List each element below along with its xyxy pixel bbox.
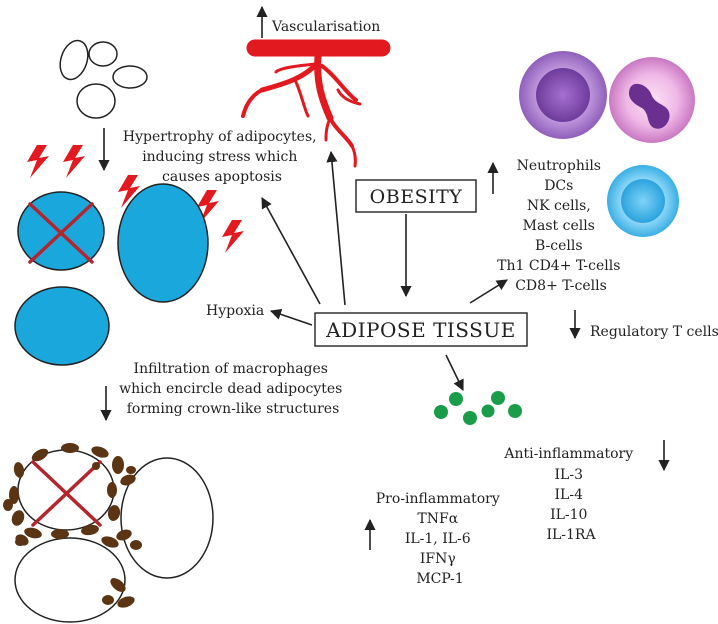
macrophage	[92, 462, 100, 470]
adipose-tissue-label: ADIPOSE TISSUE	[325, 318, 516, 342]
macrophage	[31, 448, 49, 462]
anti-inflammatory-list: Anti-inflammatory IL-3 IL-4 IL-10 IL-1RA	[503, 446, 637, 543]
lymphocyte-nucleus	[536, 68, 590, 122]
adipocyte-outline	[120, 457, 214, 579]
macrophage	[102, 595, 114, 605]
lightning-icon	[118, 175, 140, 208]
hypertrophy-label: Hypertrophy of adipocytes, inducing stre…	[123, 129, 321, 185]
hypoxia-label: Hypoxia	[206, 303, 264, 319]
immune-cell-item: Th1 CD4+ T-cells	[497, 258, 620, 274]
macrophage	[9, 486, 19, 504]
hypertrophic-adipocytes	[14, 183, 209, 366]
adipocyte-outline	[14, 537, 126, 623]
adipose-tissue-box	[314, 312, 528, 347]
macrophage	[51, 529, 69, 539]
obesity-label: OBESITY	[370, 186, 463, 208]
dead-cell-cross	[31, 460, 102, 527]
macrophage	[107, 505, 121, 521]
cytokine-dots	[434, 391, 522, 425]
arrow-to-vascularisation	[326, 150, 346, 306]
macrophages	[3, 443, 142, 608]
macrophage	[112, 456, 124, 474]
macrophage	[61, 443, 79, 453]
lightning-icon	[63, 145, 85, 178]
immune-cell-item: DCs	[544, 178, 573, 194]
macrophage	[130, 540, 142, 550]
pro-inflammatory-list: Pro-inflammatory TNFα IL-1, IL-6 IFNγ MC…	[376, 491, 504, 587]
macrophage	[120, 474, 136, 486]
macrophage	[15, 538, 25, 546]
macrophage	[91, 446, 109, 458]
macrophage	[107, 482, 117, 498]
lightning-icon	[222, 220, 244, 253]
vascularisation-label: Vascularisation	[271, 19, 380, 35]
arrow-to-immune-cells	[469, 279, 508, 304]
macrophage	[3, 499, 13, 511]
small-adipocyte	[112, 65, 148, 89]
small-adipocyte	[59, 39, 89, 81]
blood-vessel	[241, 39, 391, 168]
macrophage	[24, 527, 42, 539]
macrophage	[126, 466, 136, 474]
macrophage	[117, 596, 135, 608]
arrow-to-hypoxia	[269, 308, 313, 326]
macrophage	[116, 529, 132, 541]
neutrophil-nucleus	[628, 83, 670, 129]
lightning-icon	[27, 145, 49, 178]
immune-cell-item: NK cells,	[527, 198, 591, 214]
regulatory-t-cells-label: Regulatory T cells	[590, 324, 718, 340]
lightning-icon	[197, 190, 219, 223]
immune-cell-item: CD8+ T-cells	[515, 278, 607, 294]
macrophage	[101, 536, 119, 548]
crown-like-structures	[14, 449, 214, 623]
large-adipocyte	[117, 183, 209, 303]
stress-lightning-group	[27, 145, 244, 253]
dead-cell-cross	[28, 202, 94, 264]
small-adipocyte	[76, 83, 116, 119]
macrophage	[81, 524, 99, 536]
immune-cell-item: Neutrophils	[517, 158, 601, 174]
arrow-to-hypertrophy	[261, 197, 321, 305]
infiltration-label: Infiltration of macrophages which encirc…	[119, 361, 347, 417]
immune-cells-list: Neutrophils DCs NK cells, Mast cells B-c…	[497, 158, 625, 294]
immune-cell-illustrations	[519, 51, 695, 237]
immune-cell-item: Mast cells	[523, 218, 595, 234]
obesity-box	[355, 179, 477, 213]
macrophage	[11, 510, 25, 526]
macrophage	[13, 462, 25, 478]
small-adipocytes	[59, 39, 148, 119]
arrow-to-cytokines	[445, 354, 464, 392]
large-adipocyte	[14, 286, 110, 366]
small-adipocyte	[88, 41, 118, 67]
monocyte-nucleus	[621, 179, 665, 223]
macrophage	[110, 578, 126, 592]
immune-cell-item: B-cells	[535, 238, 583, 254]
